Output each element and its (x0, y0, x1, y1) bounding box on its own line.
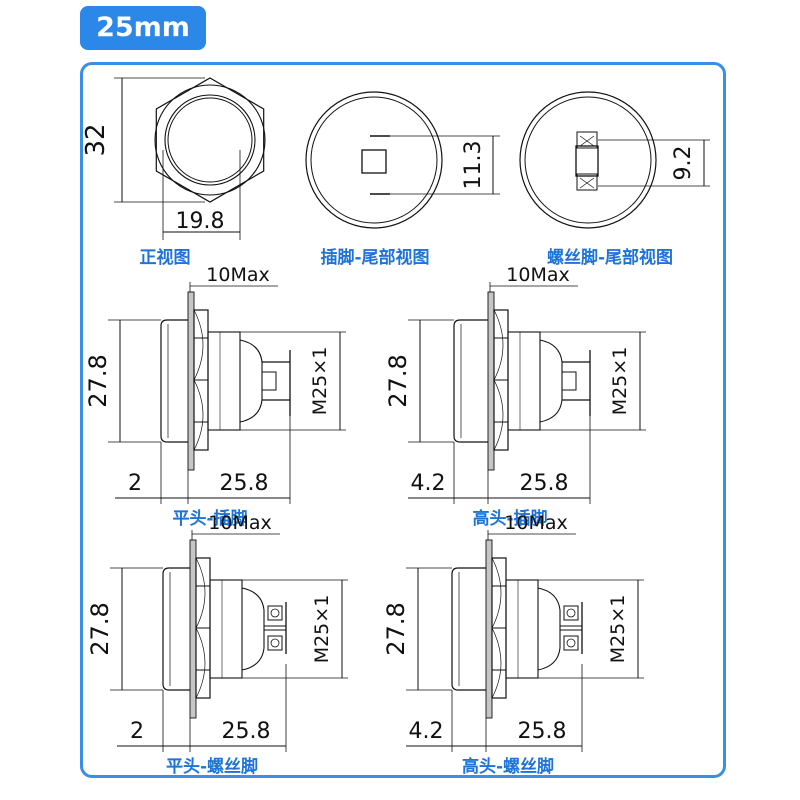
high-screw-view: 10Max 27.8 M25×1 4.2 25.8 高头-螺丝脚 (382, 512, 644, 777)
front-view: 32 19.8 正视图 (81, 77, 266, 268)
caption-flat-pin-view: 平头-插脚 (172, 508, 247, 529)
pin-rear-view: 11.3 插脚-尾部视图 (305, 91, 500, 268)
high-pin-view: 10Max 27.8 M25×1 4.2 25.8 高头-插脚 (384, 264, 646, 529)
dim-flat-pin-view-head: 2 (128, 471, 142, 496)
dim-pin-rear: 11.3 (461, 141, 486, 190)
dim-high-screw-view-max: 10Max (504, 512, 567, 534)
dim-flat-pin-view-thread: M25×1 (309, 347, 331, 416)
caption-pin-rear-view: 插脚-尾部视图 (320, 247, 429, 268)
dim-high-pin-view-height: 27.8 (384, 354, 412, 407)
caption-flat-screw-view: 平头-螺丝脚 (166, 756, 258, 777)
caption-high-screw-view: 高头-螺丝脚 (462, 756, 554, 777)
rear-body (241, 587, 265, 671)
button-head (160, 319, 188, 443)
hex-nut-outline (155, 77, 265, 203)
button-head (162, 567, 190, 691)
dim-high-pin-view-max: 10Max (506, 264, 569, 286)
dim-high-screw-view-height: 27.8 (382, 602, 410, 655)
size-title-tab: 25mm (80, 6, 206, 50)
button-head (453, 319, 488, 443)
dim-flat-screw-view-head: 2 (130, 719, 144, 744)
dim-flat-pin-view-height: 27.8 (84, 354, 112, 407)
drawing-frame (80, 62, 726, 778)
dim-high-pin-view-thread: M25×1 (609, 347, 631, 416)
screw-rear-view: 9.2 螺丝脚-尾部视图 (519, 91, 710, 268)
dim-flat-screw-view-max: 10Max (208, 512, 271, 534)
dim-flat-screw-view-height: 27.8 (86, 602, 114, 655)
dim-flat-pin-view-length: 25.8 (220, 471, 269, 496)
dim-flat-pin-view-max: 10Max (206, 264, 269, 286)
dim-high-screw-view-head: 4.2 (409, 719, 444, 744)
flat-pin-view: 10Max 27.8 M25×1 2 25.8 平头-插脚 (84, 264, 346, 529)
caption-front-view: 正视图 (140, 247, 191, 268)
button-head (451, 567, 486, 691)
rear-body (239, 339, 263, 423)
dim-high-screw-view-length: 25.8 (518, 719, 567, 744)
dim-screw-rear: 9.2 (671, 146, 696, 181)
dim-high-screw-view-thread: M25×1 (607, 595, 629, 664)
dim-high-pin-view-length: 25.8 (520, 471, 569, 496)
dim-front-width: 19.8 (176, 209, 225, 234)
caption-high-pin-view: 高头-插脚 (472, 508, 547, 529)
rear-body (539, 339, 563, 423)
rear-body (537, 587, 561, 671)
caption-screw-rear-view: 螺丝脚-尾部视图 (547, 247, 673, 268)
dim-flat-screw-view-thread: M25×1 (311, 595, 333, 664)
flat-screw-view: 10Max 27.8 M25×1 2 25.8 平头-螺丝脚 (86, 512, 348, 777)
dim-front-height: 32 (81, 123, 111, 156)
dim-flat-screw-view-length: 25.8 (222, 719, 271, 744)
dim-high-pin-view-head: 4.2 (411, 471, 446, 496)
